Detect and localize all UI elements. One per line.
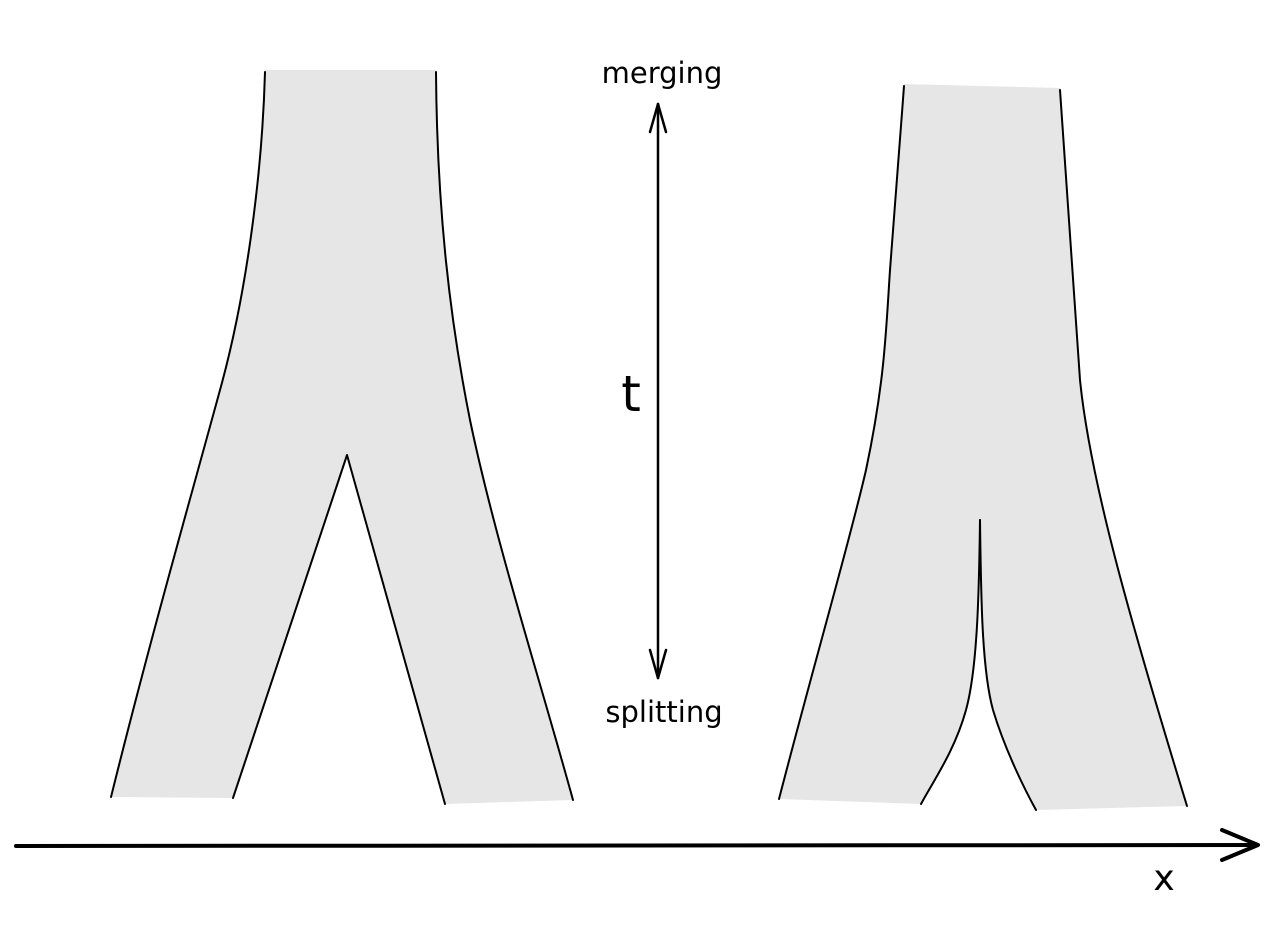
left-fork-outer-left-edge: [110, 71, 266, 798]
right-fork-outer-left-edge: [778, 85, 905, 800]
x-axis-arrowhead: [1220, 828, 1260, 862]
right-fork-inner-right-edge: [979, 519, 1037, 811]
splitting-label: splitting: [605, 695, 722, 729]
right-fork-shape: [778, 84, 1188, 811]
right-fork-fill: [779, 84, 1187, 810]
left-fork-inner-cusp: [232, 454, 446, 805]
t-axis-arrowhead-up: [648, 102, 668, 134]
t-axis-arrowhead-down: [648, 648, 668, 680]
left-fork-shape: [110, 70, 574, 805]
right-fork-inner-left-edge: [920, 519, 981, 805]
t-axis-label: t: [621, 365, 641, 423]
x-axis: [14, 828, 1260, 862]
x-axis-line: [14, 843, 1259, 848]
left-fork-outer-right-edge: [435, 71, 574, 801]
t-axis-arrow: [648, 102, 668, 680]
merging-label: merging: [602, 56, 723, 90]
left-fork-fill: [111, 70, 573, 804]
x-axis-label: x: [1153, 858, 1174, 899]
right-fork-outer-right-edge: [1059, 89, 1188, 807]
